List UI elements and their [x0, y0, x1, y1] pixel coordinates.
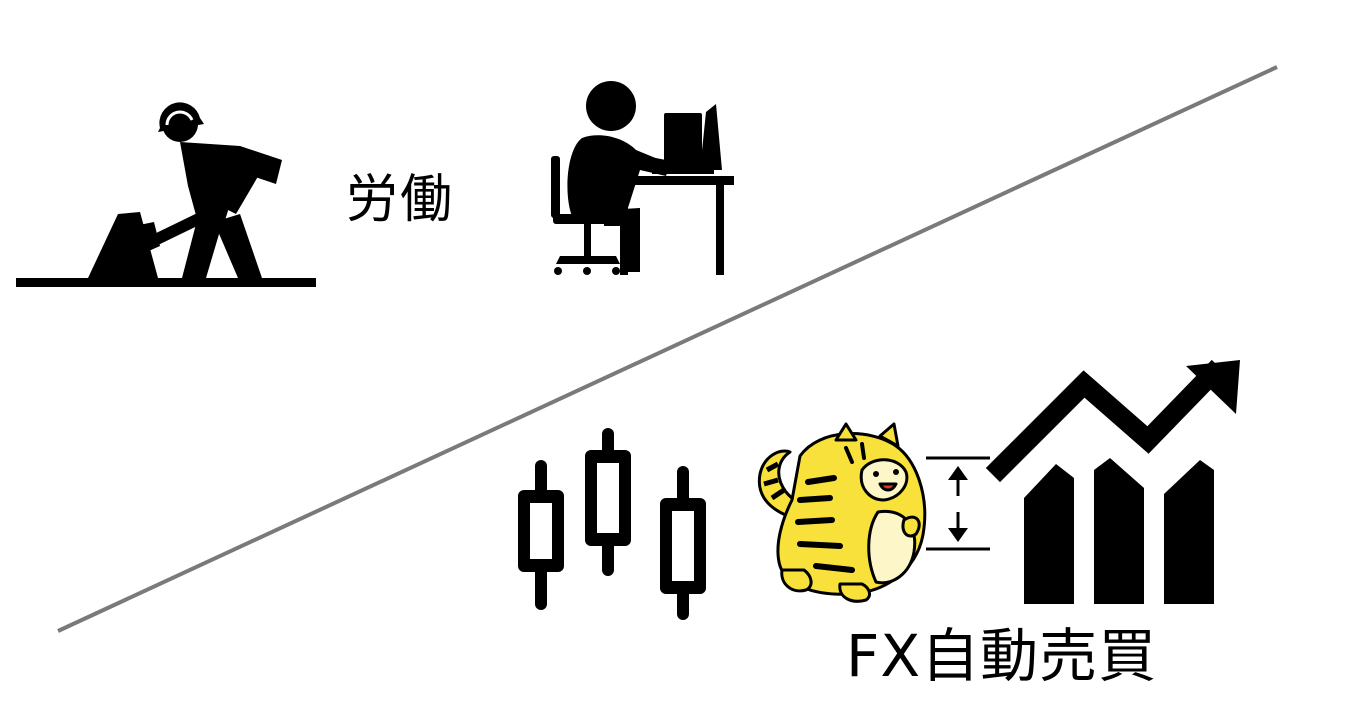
vertical-range-arrow-icon — [926, 456, 990, 551]
office-worker-icon — [551, 81, 734, 275]
candlestick-icon — [518, 428, 706, 620]
growth-chart-icon — [985, 359, 1240, 604]
diagonal-divider — [57, 65, 1278, 633]
labor-label: 労働 — [346, 170, 455, 230]
tiger-mascot — [757, 422, 927, 603]
fx-auto-trading-label: FX自動売買 — [846, 622, 1158, 690]
digging-worker-icon — [16, 102, 316, 287]
